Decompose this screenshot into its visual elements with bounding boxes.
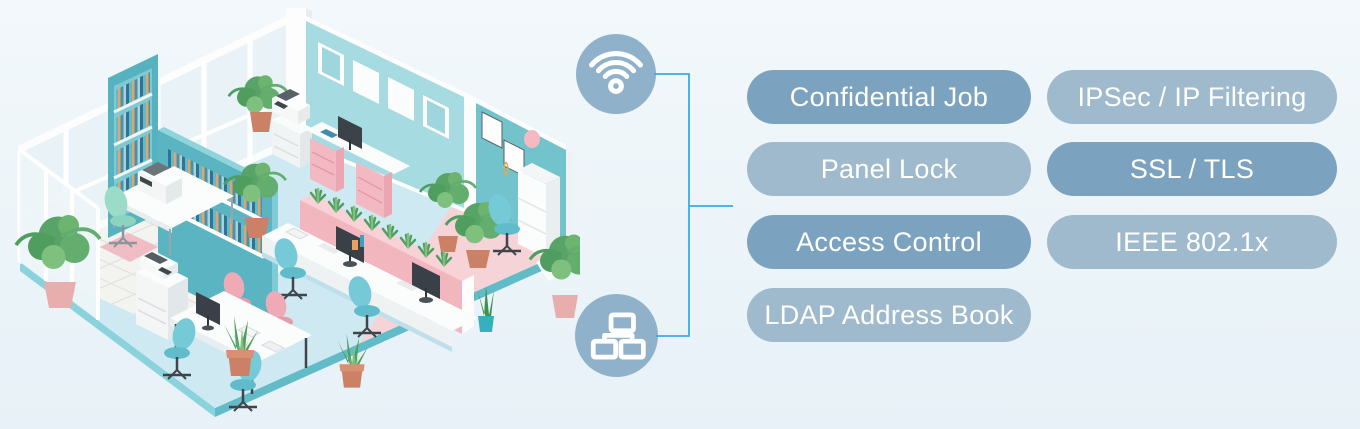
printer-desktop [138,162,182,204]
feature-pill-ldap-address-book: LDAP Address Book [747,288,1031,342]
plant-divider [222,161,288,238]
feature-pill-panel-lock: Panel Lock [747,142,1031,196]
connector-lines [654,73,733,337]
feature-pill-ipsec-ip-filtering: IPSec / IP Filtering [1047,70,1337,124]
wifi-icon [576,34,656,114]
feature-pill-ssl-tls: SSL / TLS [1047,142,1337,196]
plant-right [444,200,512,268]
feature-pill-access-control: Access Control [747,215,1031,269]
monitor-1 [336,226,364,263]
network-icon [575,294,658,377]
feature-pill-confidential-job: Confidential Job [747,70,1031,124]
plant-snake [478,286,494,332]
desk-back-pink [306,116,410,218]
plant-left [14,213,102,308]
back-area [227,73,410,218]
monitor-back [338,116,362,149]
plant-east-wall [418,170,478,252]
plant-back [227,73,289,132]
tall-cabinet [517,163,560,258]
plant-far-right [528,232,580,318]
feature-pill-ieee-8021x: IEEE 802.1x [1047,215,1337,269]
wall-frames [318,42,449,139]
monitor-meeting [196,292,220,325]
desk-left-room [99,162,234,256]
rug [100,233,158,262]
wall-clock [524,130,540,148]
isometric-office-illustration [14,8,580,417]
printer-back [272,89,312,168]
monitor-2 [412,262,440,299]
